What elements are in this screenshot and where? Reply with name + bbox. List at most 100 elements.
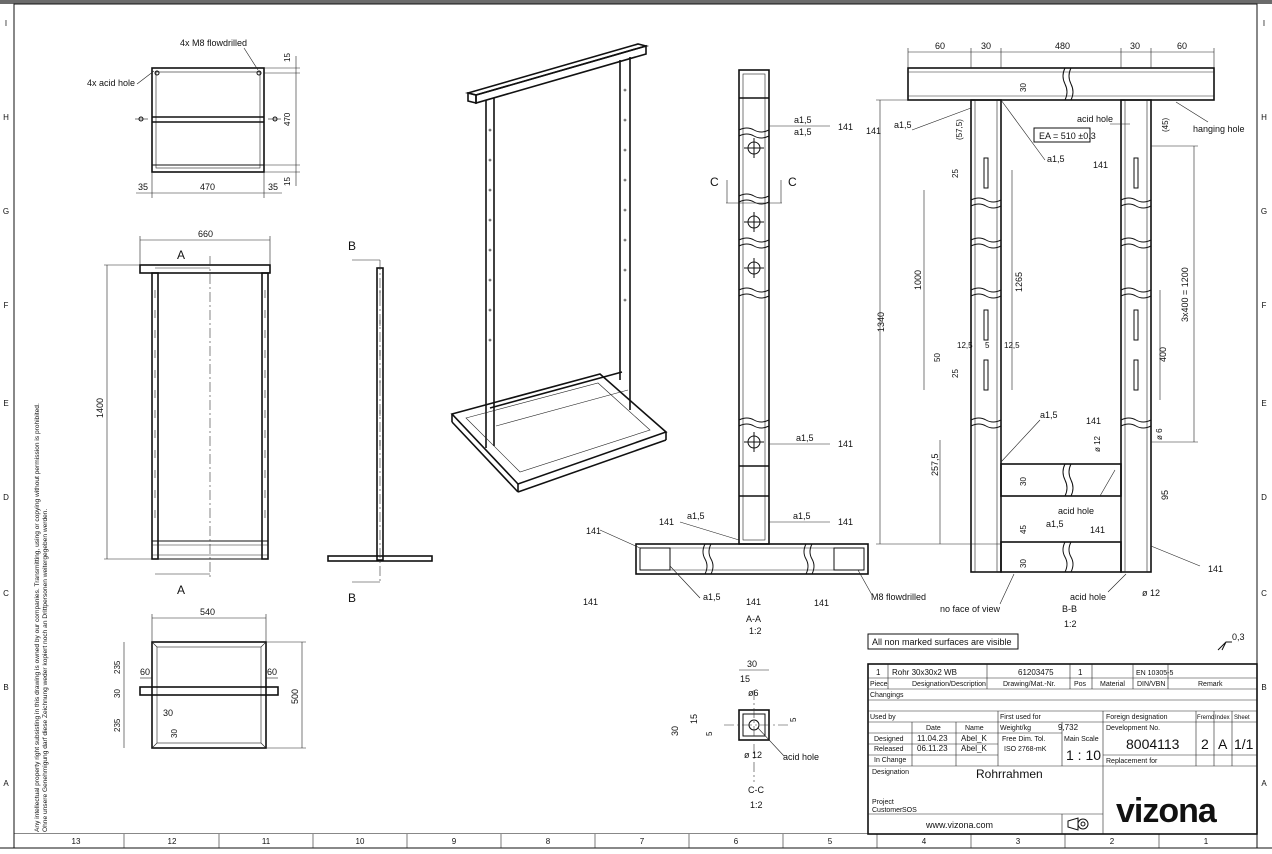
dim-57-5: (57,5) [955,119,964,140]
dim-45: (45) [1161,117,1170,132]
cc-dim-15-v: 15 [689,714,699,724]
tb-designation-row: Rohr 30x30x2 WB [892,668,957,677]
section-bb-scale: 1:2 [1064,619,1077,629]
dim-30-low: 30 [1019,559,1028,568]
tb-hdr-pos: Pos [1074,681,1087,688]
tb-hdr-din: DIN/VBN [1137,681,1165,688]
dim-1265: 1265 [1014,272,1024,292]
tb-hdr-desc: Designation/Description [912,681,986,688]
section-cc-title: C-C [748,785,764,795]
weld-a-1: a1,5 [794,115,812,125]
tb-hdr-piece: Piece [870,681,888,688]
section-c-left: C [710,175,719,189]
dim-50: 50 [933,353,942,362]
col-label: 8 [546,837,551,846]
dim-25-b: 25 [951,369,960,378]
row-label: A [3,779,9,788]
dim-12-5-r: 12,5 [1004,341,1020,350]
weld-bb-a3: a1,5 [1040,410,1058,420]
weld-141-8: 141 [814,598,829,608]
bottom-width: 540 [200,607,215,617]
col-label: 5 [828,837,833,846]
front-view: 660 1400 A A [95,229,271,597]
acid-hole-2: acid hole [1058,506,1094,516]
section-a-bottom: A [177,583,185,597]
tb-date-lbl: Date [926,725,941,732]
cc-dim-30: 30 [747,659,757,669]
section-cc-scale: 1:2 [750,800,763,810]
weld-141-2: 141 [838,439,853,449]
copyright-line-1: Any intellectual property right subsisti… [34,403,41,832]
notes: All non marked surfaces are visible 0,3 [867,632,1245,651]
cc-dia-12: ø 12 [744,750,762,760]
tb-customer-val: SOS [902,807,917,814]
row-label: I [5,19,7,28]
dim-30-inner-1: 30 [163,708,173,718]
tb-customer: Customer [872,807,903,814]
dim-235-a: 235 [113,660,122,674]
dim-30: 30 [113,689,122,698]
weld-141-6: 141 [746,597,761,607]
tb-designation-lbl: Designation [872,769,909,776]
dim-top-30-r: 30 [1130,41,1140,51]
tb-drawing-no: 61203475 [1018,668,1054,677]
col-label: 10 [356,837,365,846]
weld-141-3: 141 [838,517,853,527]
tb-released: Released [874,746,904,753]
weld-141-4: 141 [659,517,674,527]
no-face-note: no face of view [940,604,1001,614]
cc-dim-15: 15 [740,674,750,684]
weld-bb-141-3: 141 [1086,416,1101,426]
flowdrill-note: 4x M8 flowdrilled [180,38,247,48]
tb-weight: 9,732 [1058,723,1079,732]
row-label: I [1263,19,1265,28]
tb-index: 2 [1201,736,1209,752]
col-label: 11 [262,837,271,846]
tb-fremd: Fremd [1197,715,1214,721]
row-label: C [1261,589,1267,598]
weld-a-2: a1,5 [794,127,812,137]
title-block: 1 Rohr 30x30x2 WB 61203475 1 EN 10305-5 … [867,663,1258,835]
cc-dim-30-v: 30 [670,726,680,736]
tb-designed-name: Abel_K [961,734,987,743]
dim-45-low: 45 [1019,525,1028,534]
dim-470-h: 470 [200,182,215,192]
tb-first-used: First used for [1000,714,1042,721]
weld-a-6: a1,5 [703,592,721,602]
bottom-view: 540 235 30 235 500 60 60 30 30 [113,607,306,749]
bottom-height: 500 [290,689,300,704]
dim-35-r: 35 [268,182,278,192]
section-b-bottom: B [348,591,356,605]
row-label: D [1261,493,1267,502]
tb-designed: Designed [874,736,904,743]
weld-bb-141-4: 141 [1090,525,1105,535]
section-b-top: B [348,239,356,253]
row-labels: I H G F E D C B A I H G F E D C B A [3,19,1267,788]
row-label: B [1261,683,1266,692]
tb-hdr-drawing: Drawing/Mat.-Nr. [1003,681,1056,688]
dia-12: ø 12 [1093,435,1102,452]
tb-changings: Changings [870,692,904,699]
tb-in-change: In Change [874,757,906,764]
weld-141-7: 141 [583,597,598,607]
tb-dev-no: Development No. [1106,725,1160,732]
copyright-notice: Any intellectual property right subsisti… [34,403,49,832]
weld-bb-a4: a1,5 [1046,519,1064,529]
dim-1340: 1340 [876,312,886,332]
dim-12-5-l: 12,5 [957,341,973,350]
weld-141-1: 141 [838,122,853,132]
tb-name-lbl: Name [965,725,984,732]
section-bb: 60 30 480 30 60 30 (57,5) (45) 25 1340 1… [866,41,1245,629]
tb-hdr-remark: Remark [1198,681,1223,688]
tb-title: Rohrrahmen [976,767,1043,781]
section-cc: 30 15 ø6 30 15 5 5 ø 12 acid hole C-C 1:… [670,659,819,810]
tb-main-scale: Main Scale [1064,736,1099,743]
dim-top-60-l: 60 [935,41,945,51]
tb-url: www.vizona.com [925,820,993,830]
acid-hole-3: acid hole [1070,592,1106,602]
col-label: 4 [922,837,927,846]
dim-30-top: 30 [1019,83,1028,92]
tb-released-date: 06.11.23 [917,744,948,753]
row-label: H [1261,113,1267,122]
visible-surfaces-note: All non marked surfaces are visible [872,637,1012,647]
